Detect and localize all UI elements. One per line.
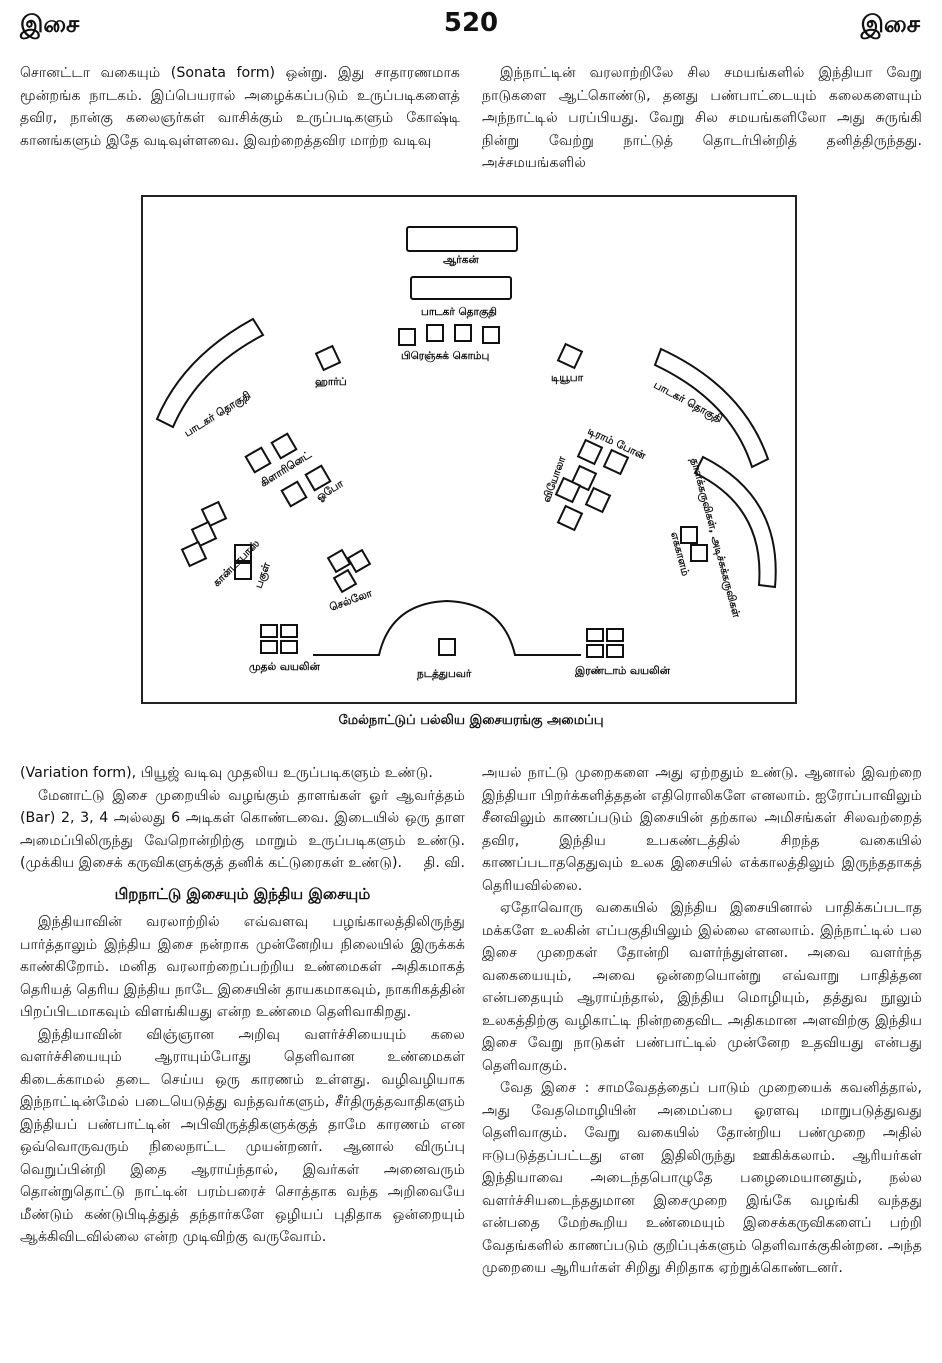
label-first-violin: முதல் வயலின் bbox=[249, 660, 321, 674]
header-right-title: இசை bbox=[860, 10, 920, 38]
figure-caption: மேல்நாட்டுப் பல்லிய இசையரங்கு அமைப்பு bbox=[338, 713, 604, 728]
choir-right-platform bbox=[653, 347, 770, 469]
choir-top-platform bbox=[410, 276, 512, 300]
choir-left-platform bbox=[155, 317, 265, 429]
trombone-seat bbox=[602, 448, 630, 476]
tuba-seat bbox=[556, 342, 584, 370]
paragraph: இந்தியாவின் வரலாற்றில் எவ்வளவு பழங்காலத்… bbox=[20, 914, 465, 1020]
first-violin-seat bbox=[280, 640, 298, 654]
paragraph: இந்தியாவின் விஞ்ஞான அறிவு வளர்ச்சியையும்… bbox=[20, 1026, 465, 1246]
bassoon-seat bbox=[180, 540, 208, 568]
cello-seat bbox=[346, 548, 372, 574]
second-violin-seat bbox=[606, 628, 624, 642]
organ-platform bbox=[406, 226, 518, 252]
french-horn-seat bbox=[454, 324, 472, 342]
label-harp: ஹார்ப் bbox=[315, 376, 347, 388]
oboe-seat bbox=[304, 464, 332, 492]
paragraph: இந்நாட்டின் வரலாற்றிலே சில சமயங்களில் இந… bbox=[482, 65, 922, 171]
viola-seat bbox=[554, 476, 582, 504]
paragraph: அயல் நாட்டு முறைகளை அது ஏற்றதும் உண்டு. … bbox=[482, 765, 922, 894]
harp-seat bbox=[314, 344, 342, 372]
orchestra-diagram: ஆர்கன் பாடகர் தொகுதி பிரெஞ்சுக் கொம்பு ஹ… bbox=[155, 226, 777, 681]
bottom-right-column: அயல் நாட்டு முறைகளை அது ஏற்றதும் உண்டு. … bbox=[482, 762, 922, 1280]
first-violin-seat bbox=[260, 640, 278, 654]
paragraph-text: மேனாட்டு இசை முறையில் வழங்கும் தாளங்கள் … bbox=[20, 787, 465, 872]
french-horn-seat bbox=[398, 328, 416, 346]
viola-seat bbox=[584, 486, 612, 514]
paragraph: வேத இசை : சாமவேதத்தைப் பாடும் முறையைக் க… bbox=[482, 1080, 922, 1276]
french-horn-seat bbox=[482, 326, 500, 344]
label-conductor: நடத்துபவர் bbox=[416, 668, 472, 681]
flute-seat bbox=[234, 544, 252, 562]
top-right-column: இந்நாட்டின் வரலாற்றிலே சில சமயங்களில் இந… bbox=[482, 62, 922, 175]
label-second-violin: இரண்டாம் வயலின் bbox=[574, 664, 671, 677]
clarinet-seat bbox=[270, 432, 298, 460]
bottom-left-column: (Variation form), பியூஜ் வடிவு முதலிய உர… bbox=[20, 762, 465, 1249]
author-initials: தி. வி. bbox=[423, 855, 465, 871]
second-violin-seat bbox=[586, 628, 604, 642]
top-left-column: சொனட்டா வகையும் (Sonata form) ஒன்று. இது… bbox=[20, 62, 460, 152]
section-heading: பிறநாட்டு இசையும் இந்திய இசையும் bbox=[114, 884, 371, 903]
flute-seat bbox=[234, 562, 252, 580]
double-bass-seat bbox=[690, 544, 708, 562]
page-number: 520 bbox=[443, 8, 499, 38]
first-violin-seat bbox=[280, 624, 298, 638]
paragraph: மேனாட்டு இசை முறையில் வழங்கும் தாளங்கள் … bbox=[20, 785, 465, 875]
label-flute: பகுள் bbox=[253, 560, 276, 591]
clarinet-seat bbox=[244, 446, 272, 474]
cello-seat bbox=[332, 568, 358, 594]
paragraph: சொனட்டா வகையும் (Sonata form) ஒன்று. இது… bbox=[20, 65, 460, 149]
bassoon-seat bbox=[200, 500, 228, 528]
first-violin-seat bbox=[260, 624, 278, 638]
conductor-podium bbox=[438, 638, 456, 656]
label-choir-left: பாடகர் தொகுதி bbox=[182, 389, 254, 441]
paragraph: (Variation form), பியூஜ் வடிவு முதலிய உர… bbox=[20, 765, 433, 781]
bassoon-seat bbox=[190, 520, 218, 548]
stage-arc bbox=[313, 599, 581, 656]
label-tuba: டியூபா bbox=[551, 372, 584, 385]
label-cello: செல்லோ bbox=[328, 587, 374, 614]
trombone-seat bbox=[576, 438, 604, 466]
second-violin-seat bbox=[606, 644, 624, 658]
label-organ: ஆர்கன் bbox=[443, 254, 479, 266]
label-choir-top: பாடகர் தொகுதி bbox=[421, 306, 497, 320]
label-french-horn: பிரெஞ்சுக் கொம்பு bbox=[401, 350, 489, 363]
orchestra-layout-figure: ஆர்கன் பாடகர் தொகுதி பிரெஞ்சுக் கொம்பு ஹ… bbox=[141, 195, 797, 704]
viola-seat bbox=[556, 504, 584, 532]
oboe-seat bbox=[280, 480, 308, 508]
cello-seat bbox=[326, 548, 352, 574]
double-bass-seat bbox=[680, 526, 698, 544]
header-left-title: இசை bbox=[20, 10, 80, 38]
paragraph: ஏதோவொரு வகையில் இந்திய இசையினால் பாதிக்க… bbox=[482, 900, 922, 1074]
percussion-platform bbox=[693, 455, 777, 589]
french-horn-seat bbox=[426, 324, 444, 342]
second-violin-seat bbox=[586, 644, 604, 658]
